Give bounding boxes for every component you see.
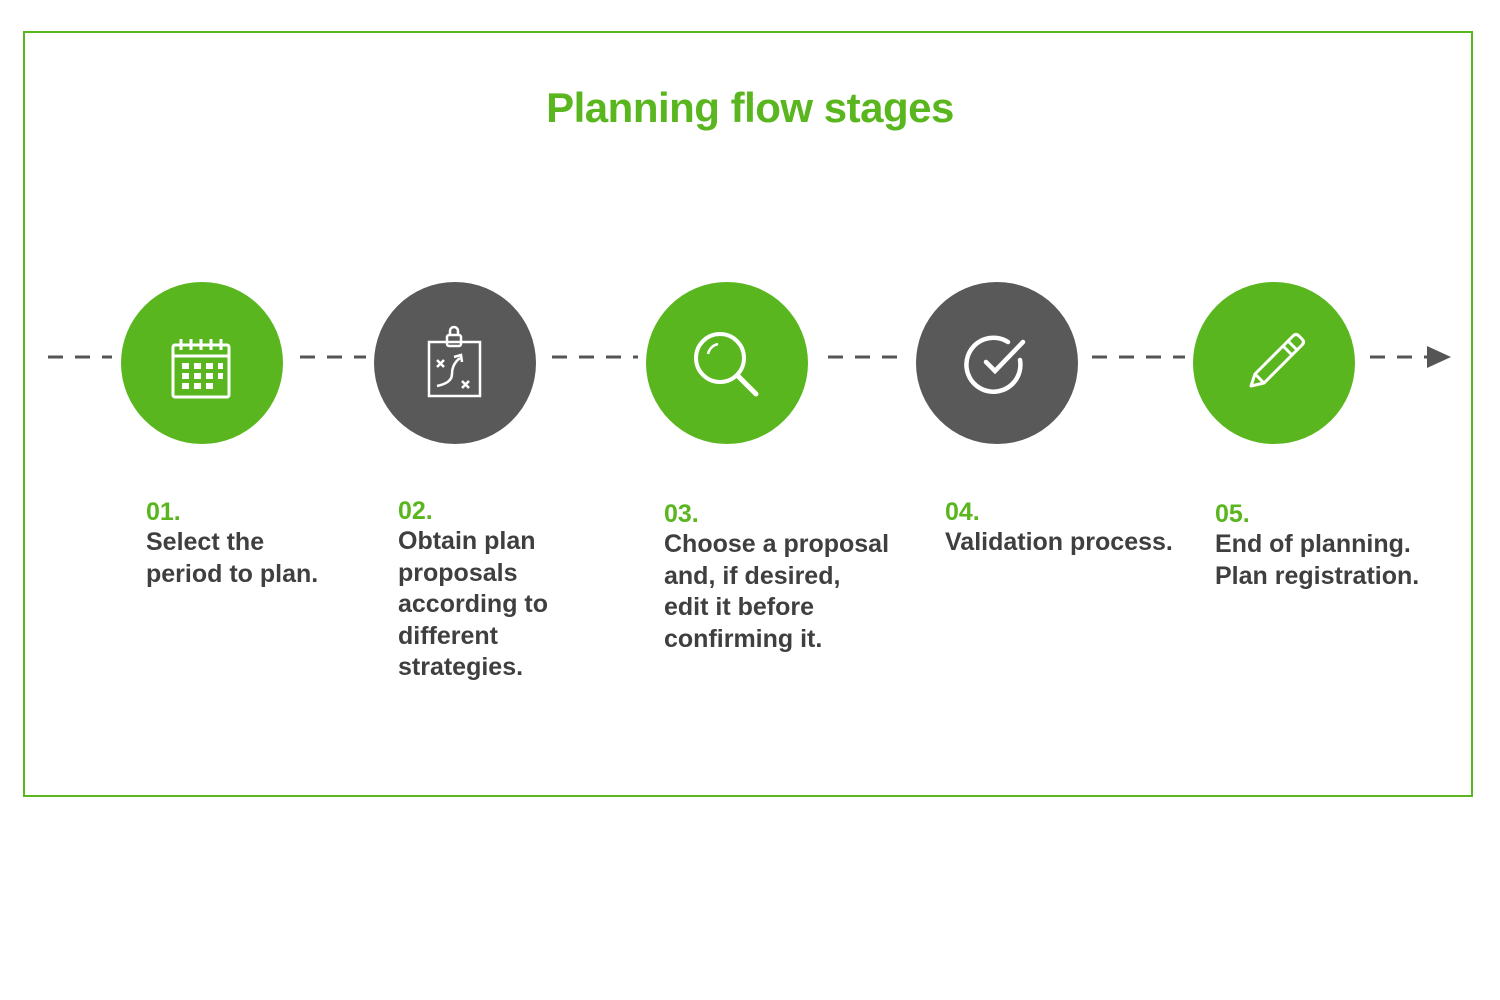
check-circle-icon <box>964 335 1026 394</box>
step-description-line: End of planning. <box>1215 530 1411 558</box>
step-description-line: edit it before <box>664 593 815 621</box>
flow-arrow-head <box>1427 346 1451 368</box>
step-number: 04. <box>945 498 980 526</box>
step-2-circle <box>374 282 536 444</box>
calendar-icon <box>171 339 231 399</box>
step-4-text: 04. Validation process. <box>945 497 1195 559</box>
step-3-circle <box>646 282 808 444</box>
step-3-text: 03. Choose a proposal and, if desired, e… <box>664 499 914 655</box>
step-number: 03. <box>664 500 699 528</box>
step-1-text: 01. Select the period to plan. <box>146 497 386 590</box>
step-description-line: strategies. <box>398 653 524 681</box>
step-description-line: different <box>398 621 498 650</box>
step-5-circle <box>1193 282 1355 444</box>
step-number: 02. <box>398 497 433 525</box>
step-2-text: 02. Obtain plan proposals according to d… <box>398 496 638 684</box>
step-5-text: 05. End of planning. Plan registration. <box>1215 499 1465 592</box>
step-description-line: and, if desired, <box>664 561 841 590</box>
step-description-line: Plan registration. <box>1215 561 1420 590</box>
magnifier-icon <box>694 332 759 397</box>
step-4-circle <box>916 282 1078 444</box>
step-number: 05. <box>1215 500 1250 528</box>
step-number: 01. <box>146 498 181 526</box>
step-description-line: Validation process. <box>945 528 1173 556</box>
step-description-line: Choose a proposal <box>664 530 890 558</box>
step-1-circle <box>121 282 283 444</box>
strategy-clipboard-icon <box>427 325 482 398</box>
page-title: Planning flow stages <box>546 84 954 131</box>
diagram-frame <box>23 31 1473 797</box>
step-description-line: period to plan. <box>146 559 319 588</box>
step-description-line: Select the <box>146 528 265 556</box>
pencil-icon <box>1249 333 1305 388</box>
step-description-line: proposals <box>398 558 518 587</box>
step-description-line: according to <box>398 590 549 618</box>
step-description-line: Obtain plan <box>398 527 536 555</box>
step-description-line: confirming it. <box>664 624 823 653</box>
